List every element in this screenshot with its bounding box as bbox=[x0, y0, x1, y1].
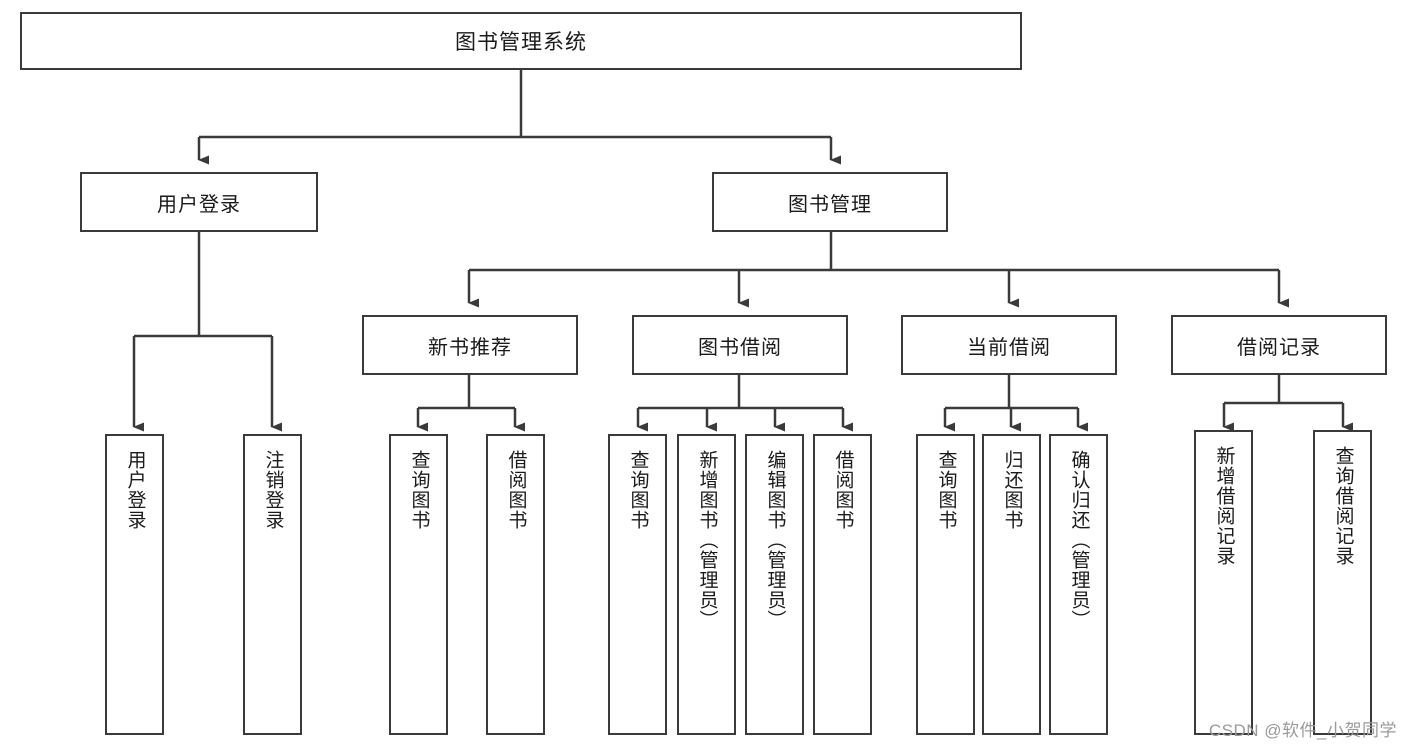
node-leaf-new-book-query-book[interactable]: 查询图书 bbox=[389, 434, 448, 735]
node-leaf-user-login-logout[interactable]: 注销登录 bbox=[243, 434, 302, 735]
node-leaf-borrow-record-query-record[interactable]: 查询借阅记录 bbox=[1313, 430, 1372, 735]
node-leaf-book-borrow-borrow-book[interactable]: 借阅图书 bbox=[813, 434, 872, 735]
node-book-management-label: 图书管理 bbox=[788, 193, 872, 216]
node-root-system[interactable]: 图书管理系统 bbox=[20, 12, 1022, 70]
node-leaf-new-book-borrow-book[interactable]: 借阅图书 bbox=[486, 434, 545, 735]
node-book-borrow-label: 图书借阅 bbox=[698, 336, 782, 359]
node-leaf-label: 用户登录 bbox=[124, 450, 146, 530]
node-leaf-label: 注销登录 bbox=[262, 450, 284, 530]
node-borrow-record-label: 借阅记录 bbox=[1237, 336, 1321, 359]
node-leaf-label: 查询图书 bbox=[627, 450, 649, 530]
node-leaf-label: 归还图书 bbox=[1001, 450, 1023, 530]
node-user-login-label: 用户登录 bbox=[157, 193, 241, 216]
node-leaf-label: 编辑图书（管理员） bbox=[764, 450, 786, 630]
node-root-label: 图书管理系统 bbox=[455, 31, 587, 54]
node-current-borrow[interactable]: 当前借阅 bbox=[901, 315, 1117, 375]
node-leaf-label: 借阅图书 bbox=[505, 450, 527, 530]
node-new-book-recommend[interactable]: 新书推荐 bbox=[362, 315, 578, 375]
node-leaf-book-borrow-query-book[interactable]: 查询图书 bbox=[608, 434, 667, 735]
node-borrow-record[interactable]: 借阅记录 bbox=[1171, 315, 1387, 375]
node-leaf-label: 借阅图书 bbox=[832, 450, 854, 530]
node-book-management[interactable]: 图书管理 bbox=[712, 172, 948, 232]
node-current-borrow-label: 当前借阅 bbox=[967, 336, 1051, 359]
node-leaf-current-borrow-query-book[interactable]: 查询图书 bbox=[916, 434, 975, 735]
node-leaf-current-borrow-return-book[interactable]: 归还图书 bbox=[982, 434, 1041, 735]
node-leaf-book-borrow-edit-book[interactable]: 编辑图书（管理员） bbox=[745, 434, 804, 735]
node-book-borrow[interactable]: 图书借阅 bbox=[632, 315, 848, 375]
node-leaf-book-borrow-add-book[interactable]: 新增图书（管理员） bbox=[677, 434, 736, 735]
node-leaf-label: 查询借阅记录 bbox=[1332, 446, 1354, 566]
node-new-book-recommend-label: 新书推荐 bbox=[428, 336, 512, 359]
node-leaf-label: 查询图书 bbox=[408, 450, 430, 530]
node-leaf-label: 查询图书 bbox=[935, 450, 957, 530]
node-user-login[interactable]: 用户登录 bbox=[80, 172, 318, 232]
node-leaf-user-login-login[interactable]: 用户登录 bbox=[105, 434, 164, 735]
node-leaf-borrow-record-add-record[interactable]: 新增借阅记录 bbox=[1194, 430, 1253, 735]
node-leaf-label: 新增图书（管理员） bbox=[696, 450, 718, 630]
csdn-watermark: CSDN @软件_小贺同学 bbox=[1208, 721, 1397, 740]
node-leaf-label: 确认归还（管理员） bbox=[1068, 450, 1090, 630]
node-leaf-current-borrow-confirm-return[interactable]: 确认归还（管理员） bbox=[1049, 434, 1108, 735]
node-leaf-label: 新增借阅记录 bbox=[1213, 446, 1235, 566]
